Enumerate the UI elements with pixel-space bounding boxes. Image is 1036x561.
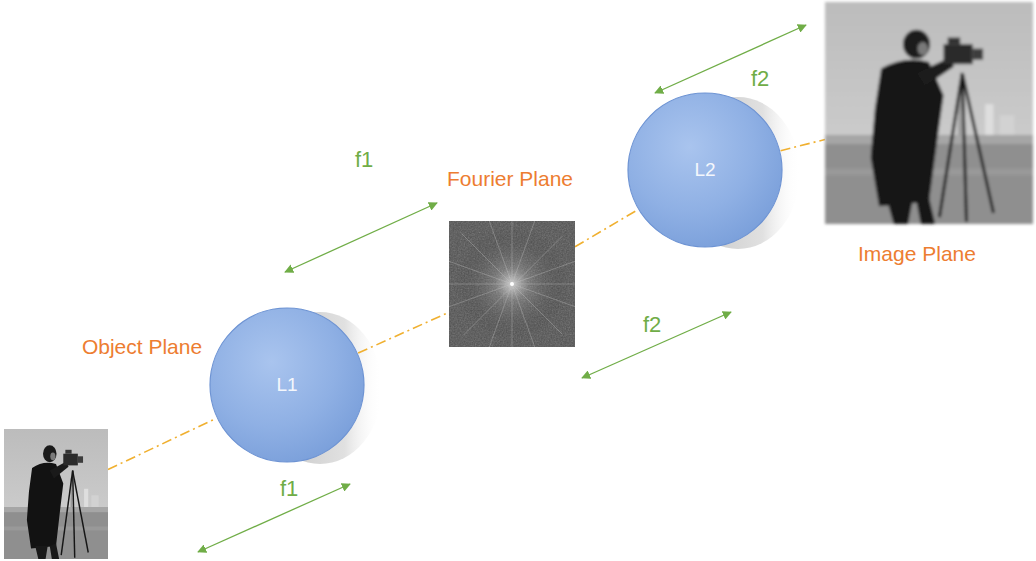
plane-node: Fourier Plane: [449, 221, 575, 347]
plane-node: Image Plane: [825, 2, 1033, 224]
lens-name: L2: [694, 159, 715, 181]
dimension-arrow: [198, 484, 350, 552]
plane-picture: [449, 221, 575, 347]
lens-node: L2: [627, 92, 783, 248]
optical-axis: [781, 139, 825, 150]
plane-image: [825, 2, 1033, 224]
plane-image: [449, 221, 575, 347]
focal-length-label: f1: [355, 147, 373, 173]
focal-distance-arrows: [198, 25, 806, 552]
plane-heading: Image Plane: [858, 242, 976, 266]
plane-node: Object Plane: [4, 429, 108, 559]
lens-circle: [628, 93, 782, 247]
plane-picture: [825, 2, 1033, 224]
lens-circle: [210, 308, 364, 462]
optical-axis: [575, 210, 638, 247]
lens-node: L1: [209, 307, 365, 463]
dimension-arrow: [582, 312, 731, 378]
lens-shape: [627, 92, 783, 248]
focal-length-label: f1: [280, 476, 298, 502]
optical-axis: [358, 312, 449, 353]
lens-name: L1: [276, 374, 297, 396]
lens-shape: [209, 307, 365, 463]
plane-heading: Object Plane: [82, 335, 202, 359]
optical-axis: [108, 418, 216, 469]
lens-shadow: [676, 97, 800, 249]
dimension-arrow: [655, 25, 806, 93]
focal-length-label: f2: [751, 66, 769, 92]
lens-shadow: [258, 312, 382, 464]
dimension-arrow: [285, 203, 437, 272]
focal-length-label: f2: [643, 312, 661, 338]
plane-picture: [4, 429, 108, 559]
plane-heading: Fourier Plane: [447, 167, 573, 191]
plane-image: [4, 429, 108, 559]
